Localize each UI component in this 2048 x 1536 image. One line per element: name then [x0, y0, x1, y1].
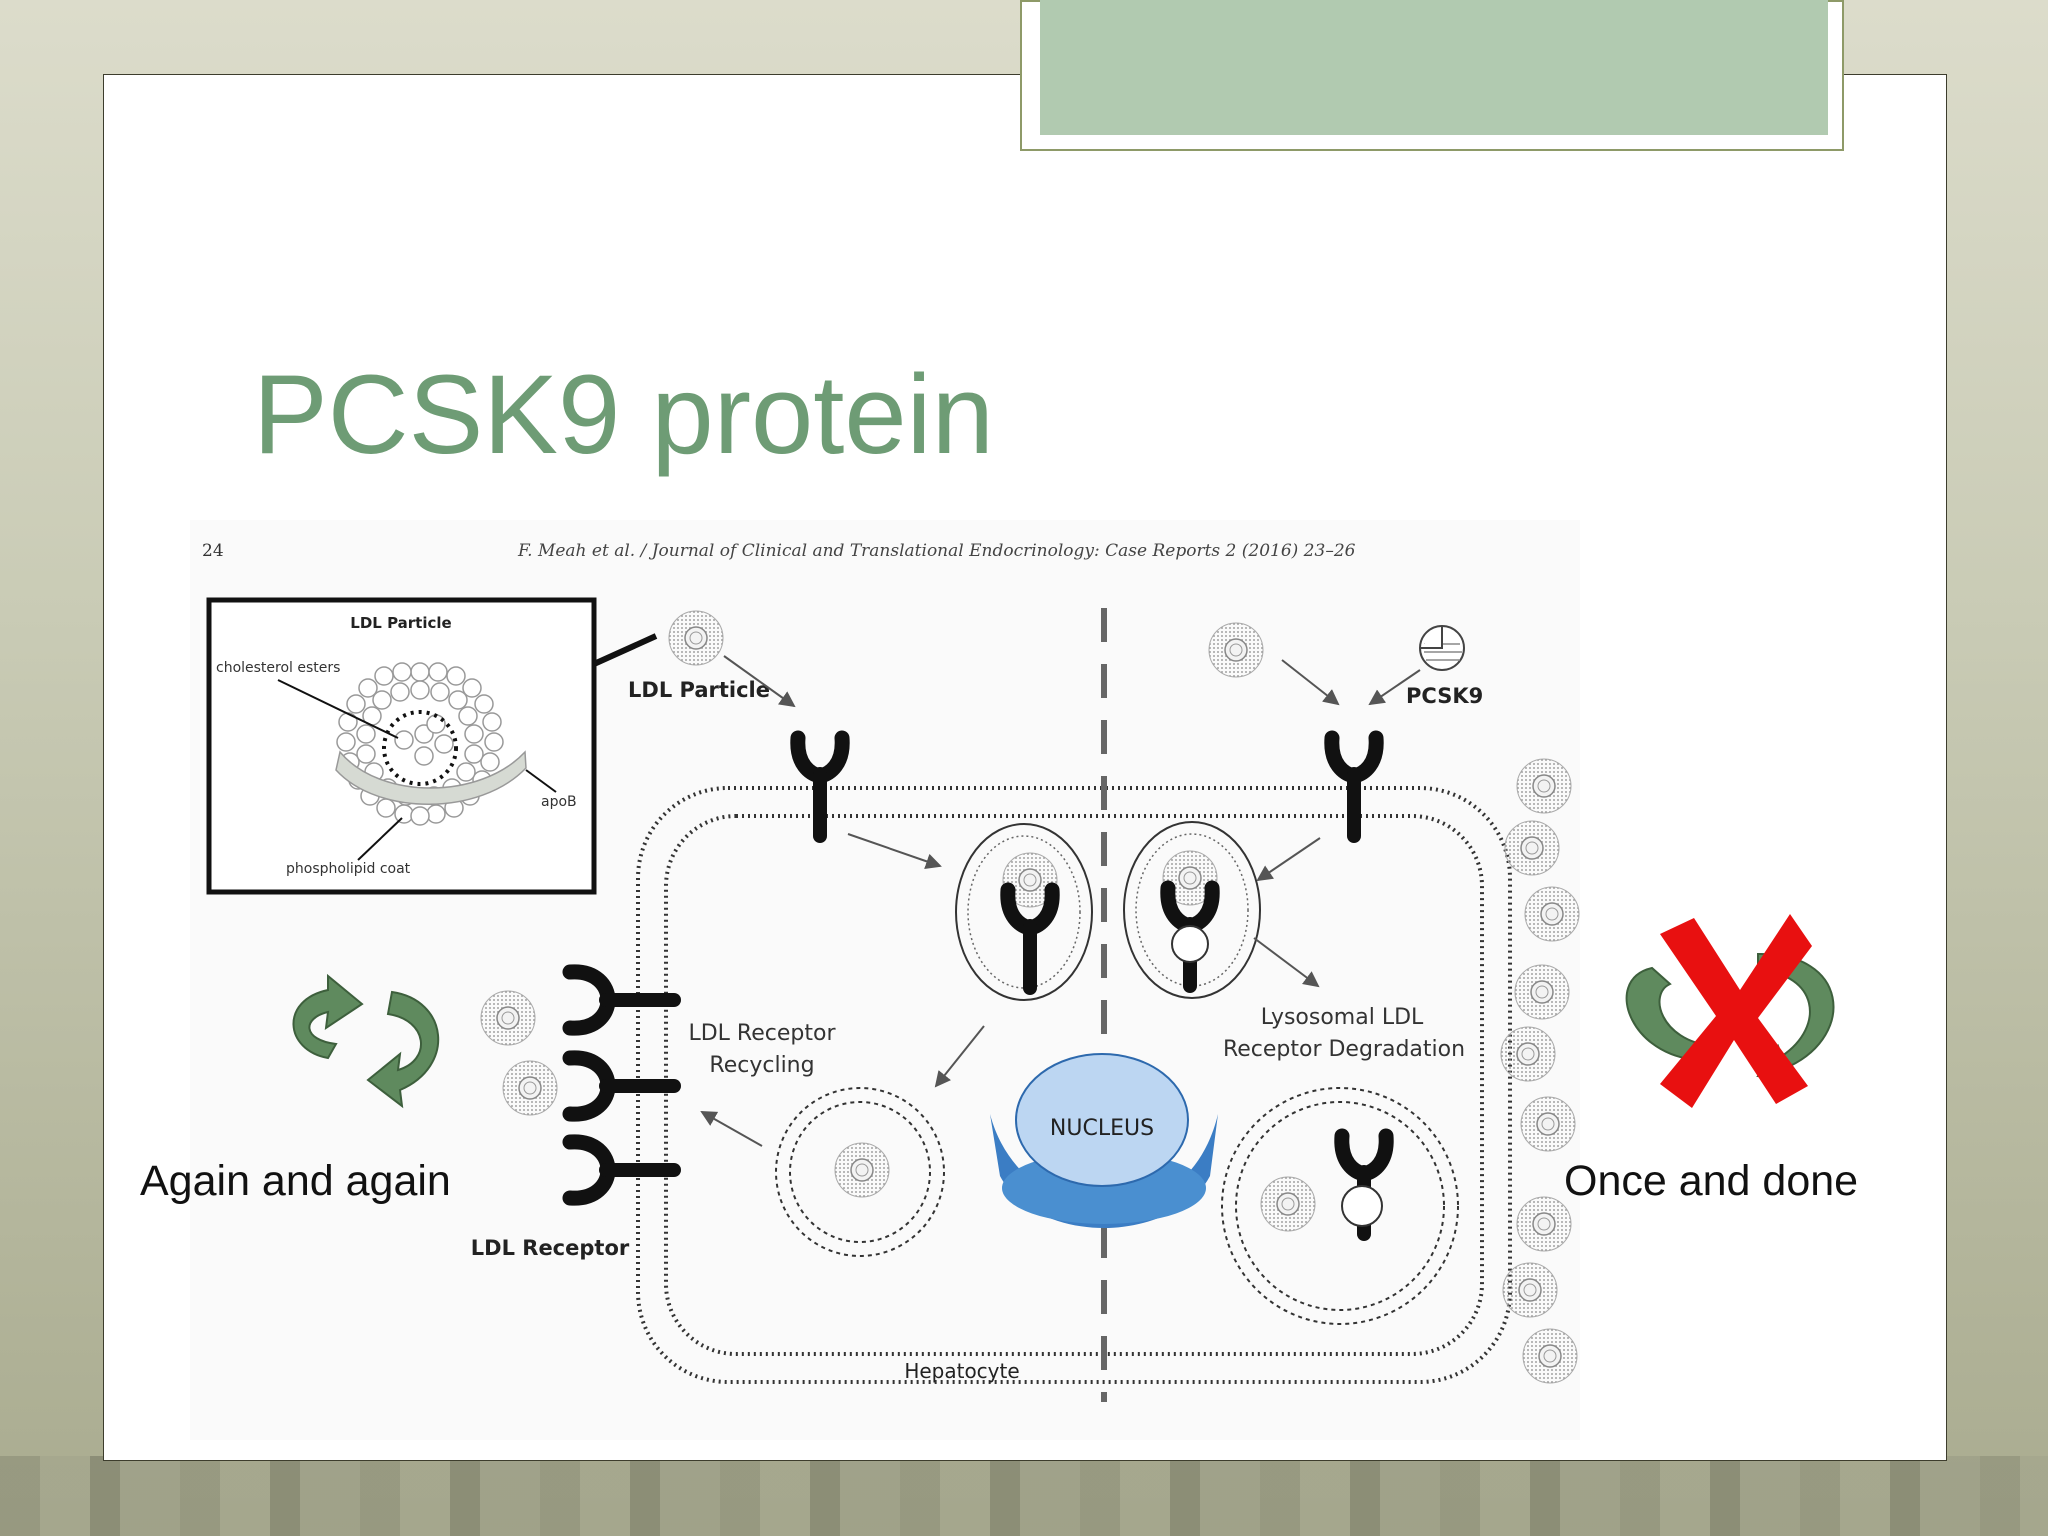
- ldl-receptor-surface-left: [798, 738, 842, 836]
- ldl-particles-right-column: [1500, 758, 1580, 1384]
- ldl-receptor-membrane-3: [570, 1142, 674, 1198]
- label-ldl-particle: LDL Particle: [628, 678, 770, 702]
- ldl-in-recycling-vesicle: [834, 1142, 890, 1198]
- label-cholesterol-esters: cholesterol esters: [216, 660, 340, 676]
- figure-page-number: 24: [202, 541, 224, 561]
- nucleus: NUCLEUS: [990, 1053, 1218, 1228]
- label-nucleus: NUCLEUS: [1050, 1116, 1154, 1141]
- pcsk9-in-endosome: [1171, 925, 1209, 963]
- label-pcsk9: PCSK9: [1406, 684, 1483, 708]
- recycle-arrows-icon: [292, 973, 439, 1109]
- caption-once-and-done: Once and done: [1564, 1157, 1859, 1205]
- label-phospholipid-coat: phospholipid coat: [286, 861, 411, 877]
- background-stripes: [0, 1456, 2048, 1536]
- lysosome-outer: [1221, 1087, 1459, 1325]
- hepatocyte-membrane-inner: [664, 814, 1484, 1356]
- ldl-particle-near-receptor-2: [502, 1060, 558, 1116]
- ldl-receptor-surface-right: [1332, 738, 1376, 836]
- hepatocyte-membrane-outer: [636, 786, 1512, 1384]
- ldl-particle-top-left: [668, 610, 724, 666]
- figure-citation: F. Meah et al. / Journal of Clinical and…: [517, 541, 1356, 561]
- slide-title: PCSK9 protein: [253, 352, 994, 477]
- inset-title: LDL Particle: [350, 614, 451, 632]
- label-recycling-2: Recycling: [709, 1053, 814, 1078]
- ldl-in-lysosome: [1260, 1176, 1316, 1232]
- label-lysosomal-2: Receptor Degradation: [1223, 1037, 1465, 1062]
- label-hepatocyte: Hepatocyte: [904, 1359, 1019, 1383]
- pcsk9-in-lysosome: [1341, 1185, 1383, 1227]
- label-apob: apoB: [541, 794, 577, 810]
- caption-again-and-again: Again and again: [140, 1157, 451, 1205]
- ldl-particle-near-receptor-1: [480, 990, 536, 1046]
- ldl-receptor-membrane-2: [570, 1058, 674, 1114]
- lysosome-inner: [1235, 1101, 1445, 1311]
- ldl-particle-top-right: [1208, 622, 1264, 678]
- pcsk9-molecule-top: [1419, 625, 1465, 671]
- label-ldl-receptor: LDL Receptor: [471, 1236, 630, 1260]
- once-and-done-icon: [1625, 914, 1835, 1108]
- ldl-particle-inset: LDL Particle cholesterol esters apoB pho…: [206, 597, 658, 895]
- label-recycling-1: LDL Receptor: [688, 1021, 836, 1046]
- ldl-receptor-membrane-1: [570, 972, 674, 1028]
- label-lysosomal-1: Lysosomal LDL: [1261, 1005, 1424, 1030]
- title-placeholder-fill: [1040, 0, 1828, 135]
